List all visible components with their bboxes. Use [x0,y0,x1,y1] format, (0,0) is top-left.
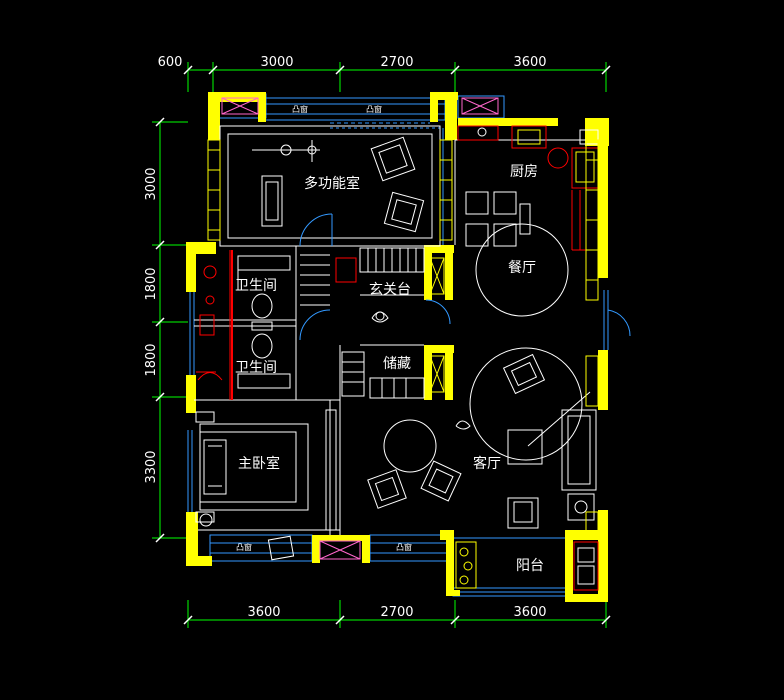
window-label-bottom-right: 凸窗 [396,542,412,552]
dim-bottom-3600-right: 3600 [513,605,546,620]
dim-bottom-3600-left: 3600 [247,605,280,620]
window-label-top-left: 凸窗 [292,104,308,114]
dim-left-3000: 3000 [144,167,159,200]
bay-window-cushions [221,97,499,560]
dim-top-2700: 2700 [380,55,413,70]
dim-top-600: 600 [158,55,183,70]
walls [186,92,609,602]
balcony-fixtures [455,541,599,591]
living-room-furniture [367,347,597,529]
entry-cabinet [299,247,631,399]
window-label-top-right: 凸窗 [366,104,382,114]
room-label-master-bedroom: 主卧室 [238,455,280,472]
cabinet-hatching [207,139,599,535]
multi-function-room-furniture [252,136,425,247]
dimension-lines [152,62,607,628]
room-label-balcony: 阳台 [516,558,544,574]
master-bedroom-furniture [195,409,337,561]
room-label-kitchen: 厨房 [510,164,538,180]
dim-top-3000: 3000 [260,55,293,70]
bathroom-toilets [237,255,291,389]
dining-set [465,191,569,317]
dim-left-1800-lower: 1800 [144,343,159,376]
room-label-living: 客厅 [473,455,501,472]
room-label-bathroom-lower: 卫生间 [235,360,277,376]
dim-left-3300: 3300 [144,450,159,483]
room-label-dining: 餐厅 [508,260,536,276]
room-label-multi-function: 多功能室 [304,175,360,192]
bathroom-fixtures [196,250,233,400]
dim-bottom-2700: 2700 [380,605,413,620]
room-label-bathroom-upper: 卫生间 [235,278,277,294]
dim-top-3600: 3600 [513,55,546,70]
dimension-ticks [155,65,611,625]
kitchen-fixtures [457,125,599,251]
window-label-bottom-left: 凸窗 [236,542,252,552]
room-label-entry-cabinet: 玄关台 [369,281,411,298]
dim-left-1800-upper: 1800 [144,267,159,300]
room-label-storage: 储藏 [383,356,411,372]
